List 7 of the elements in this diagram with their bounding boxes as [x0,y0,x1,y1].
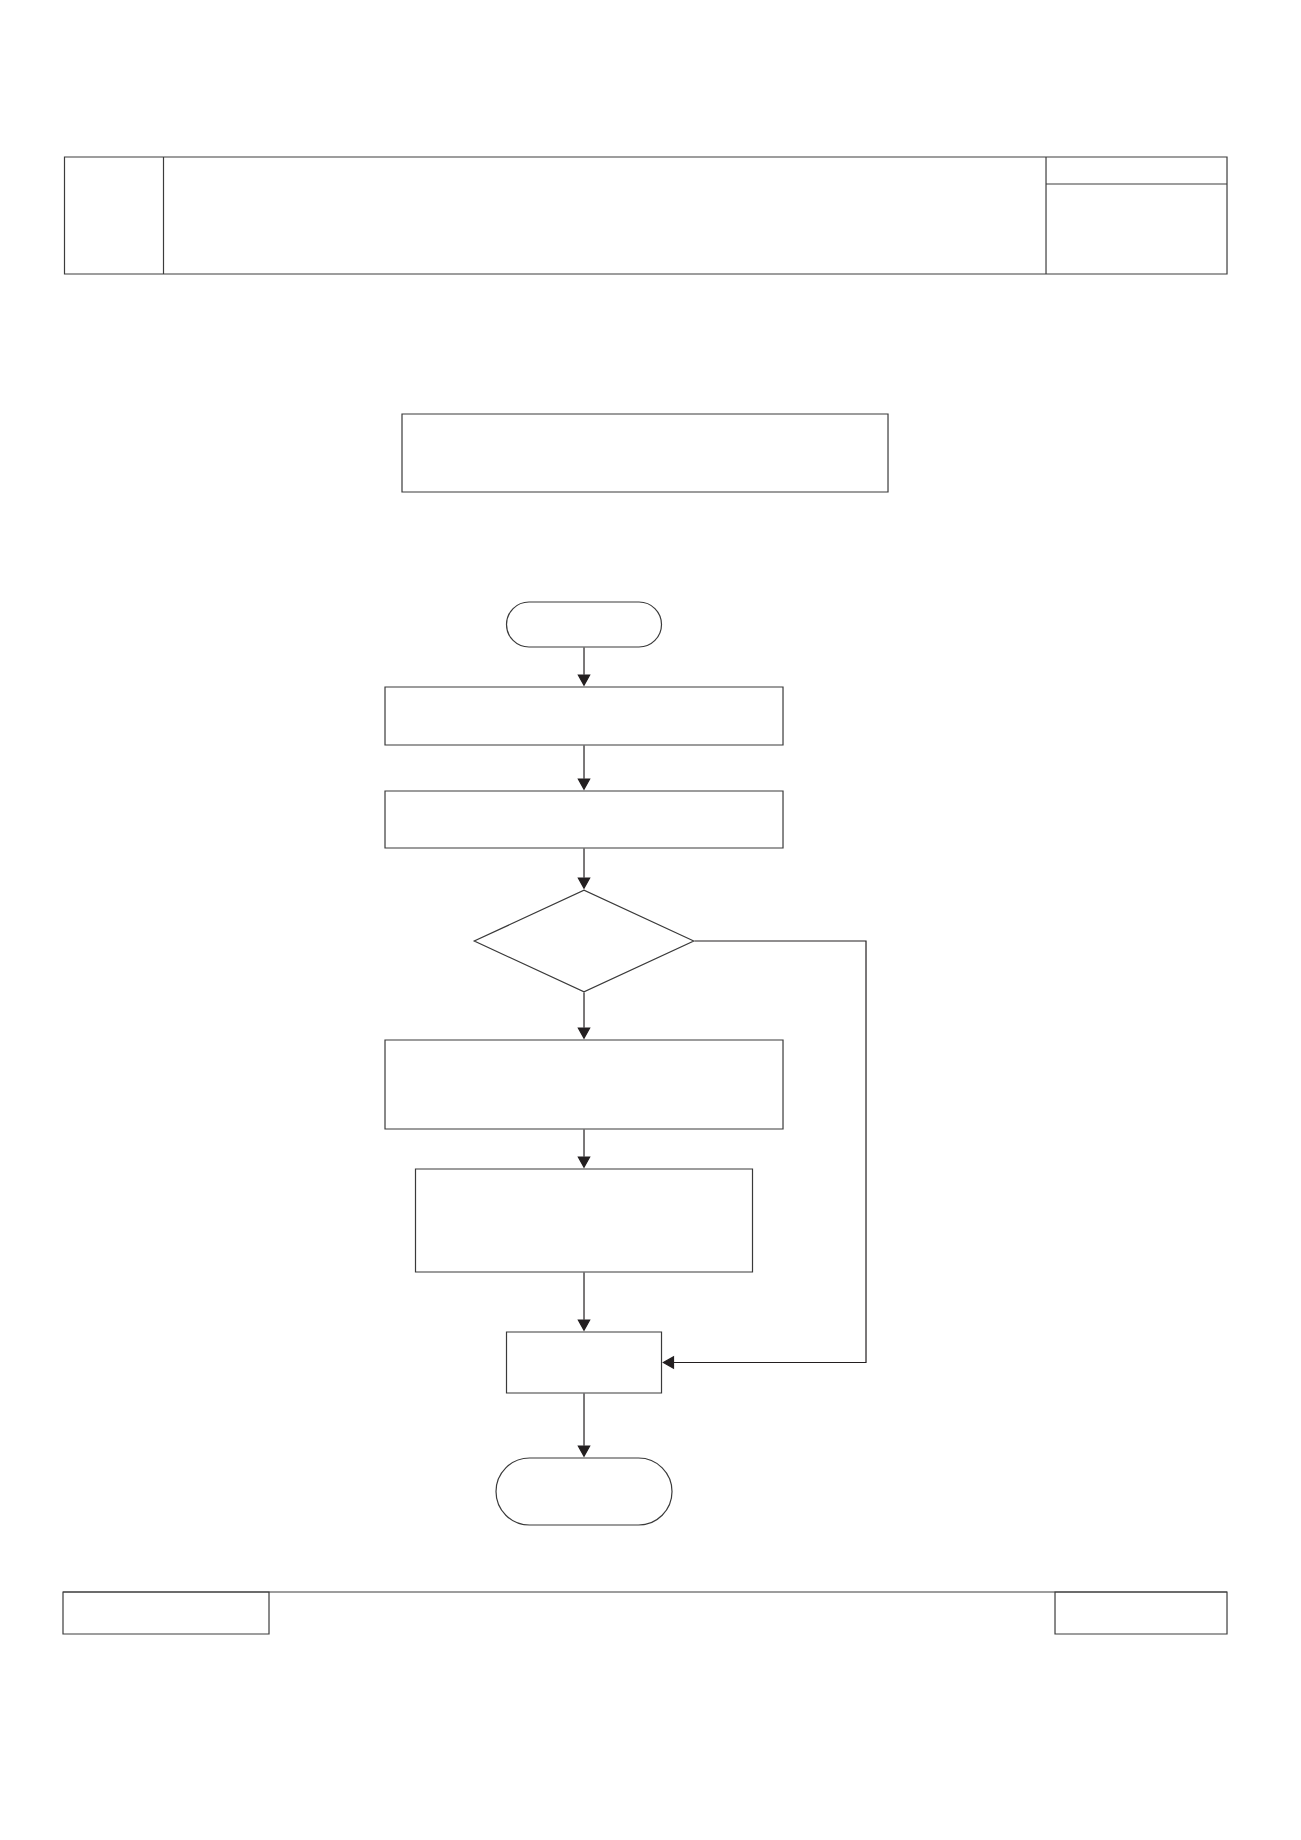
process-box [505,1331,663,1394]
process-box [414,1168,754,1273]
arrow [662,940,867,1370]
process-box [384,790,784,849]
title-box [401,413,889,493]
process-box [384,1039,784,1130]
process-box [384,686,784,746]
